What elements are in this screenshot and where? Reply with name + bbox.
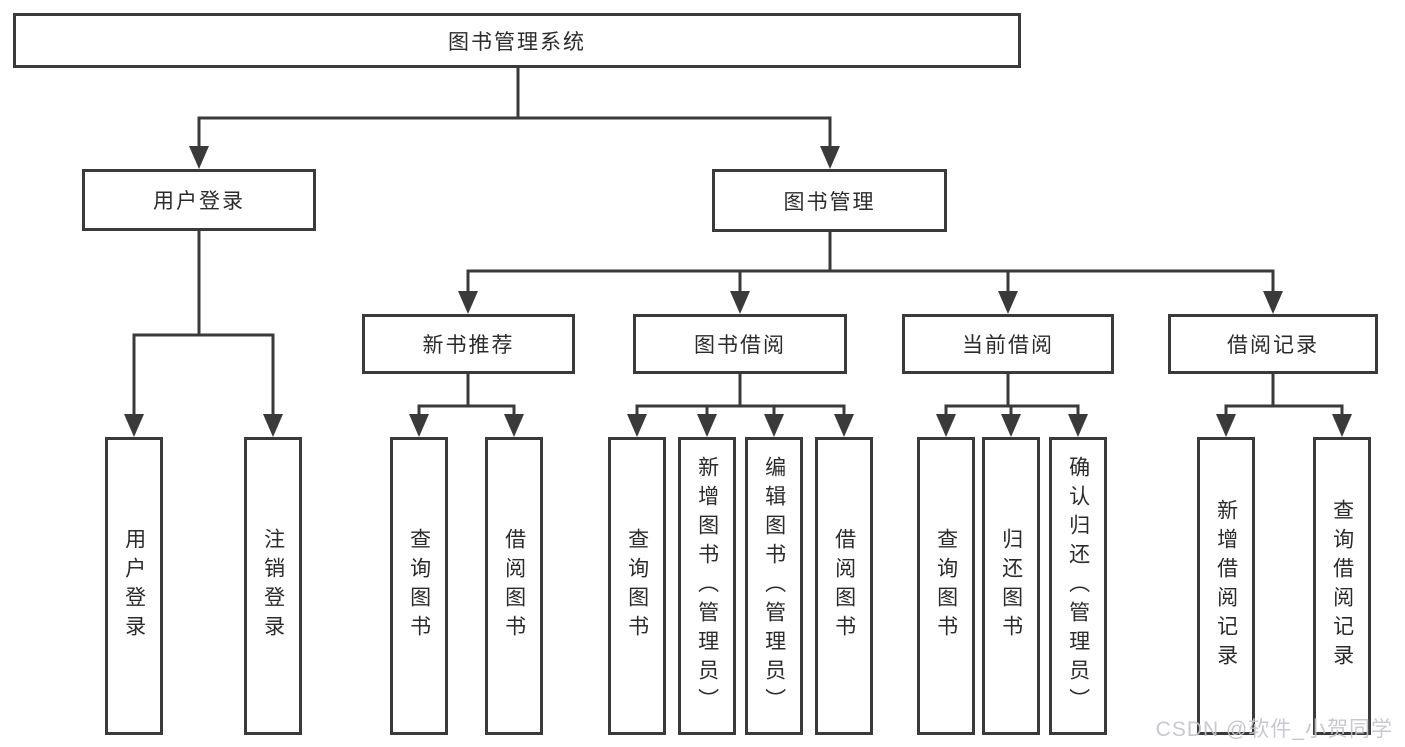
node-borrow-record: 借阅记录 (1168, 314, 1378, 374)
leaf-query-books-borrow: 查询图书 (608, 437, 666, 735)
node-book-management: 图书管理 (712, 169, 947, 232)
node-book-borrow-label: 图书借阅 (694, 334, 786, 357)
leaf-query-books-borrow-label: 查询图书 (625, 528, 649, 644)
leaf-borrow-books-recommend-label: 借阅图书 (502, 528, 526, 644)
leaf-query-books-recommend-label: 查询图书 (407, 528, 431, 644)
node-book-borrow: 图书借阅 (633, 314, 847, 374)
node-user-login: 用户登录 (82, 169, 316, 231)
leaf-logout: 注销登录 (244, 437, 302, 735)
node-borrow-record-label: 借阅记录 (1227, 334, 1319, 357)
leaf-logout-label: 注销登录 (261, 528, 285, 644)
leaf-query-books-current: 查询图书 (917, 437, 975, 735)
node-current-borrow: 当前借阅 (902, 314, 1114, 374)
leaf-confirm-return-admin: 确认归还（管理员） (1049, 437, 1107, 735)
leaf-edit-books-admin: 编辑图书（管理员） (745, 437, 803, 735)
leaf-borrow-books: 借阅图书 (815, 437, 873, 735)
leaf-query-borrow-record-label: 查询借阅记录 (1330, 499, 1354, 673)
leaf-return-books: 归还图书 (982, 437, 1040, 735)
csdn-watermark: CSDN @软件_小贺同学 (1155, 718, 1393, 741)
node-user-login-label: 用户登录 (153, 190, 245, 213)
node-current-borrow-label: 当前借阅 (962, 334, 1054, 357)
node-book-management-label: 图书管理 (783, 190, 876, 214)
leaf-user-login: 用户登录 (105, 437, 163, 735)
leaf-add-borrow-record-label: 新增借阅记录 (1214, 499, 1238, 673)
node-root-label: 图书管理系统 (448, 30, 586, 54)
leaf-add-borrow-record: 新增借阅记录 (1197, 437, 1255, 735)
arrowheads (124, 146, 1352, 437)
leaf-user-login-label: 用户登录 (122, 528, 146, 644)
node-new-book-recommend-label: 新书推荐 (422, 334, 515, 357)
leaf-query-books-recommend: 查询图书 (390, 437, 448, 735)
leaf-return-books-label: 归还图书 (999, 528, 1023, 644)
leaf-borrow-books-label: 借阅图书 (832, 528, 856, 644)
leaf-add-books-admin-label: 新增图书（管理员） (695, 455, 719, 717)
leaf-edit-books-admin-label: 编辑图书（管理员） (762, 455, 786, 717)
leaf-add-books-admin: 新增图书（管理员） (678, 437, 736, 735)
leaf-query-books-current-label: 查询图书 (934, 528, 958, 644)
node-new-book-recommend: 新书推荐 (362, 314, 575, 374)
leaf-query-borrow-record: 查询借阅记录 (1313, 437, 1371, 735)
leaf-borrow-books-recommend: 借阅图书 (485, 437, 543, 735)
node-root-system: 图书管理系统 (13, 13, 1021, 68)
leaf-confirm-return-admin-label: 确认归还（管理员） (1066, 455, 1090, 717)
